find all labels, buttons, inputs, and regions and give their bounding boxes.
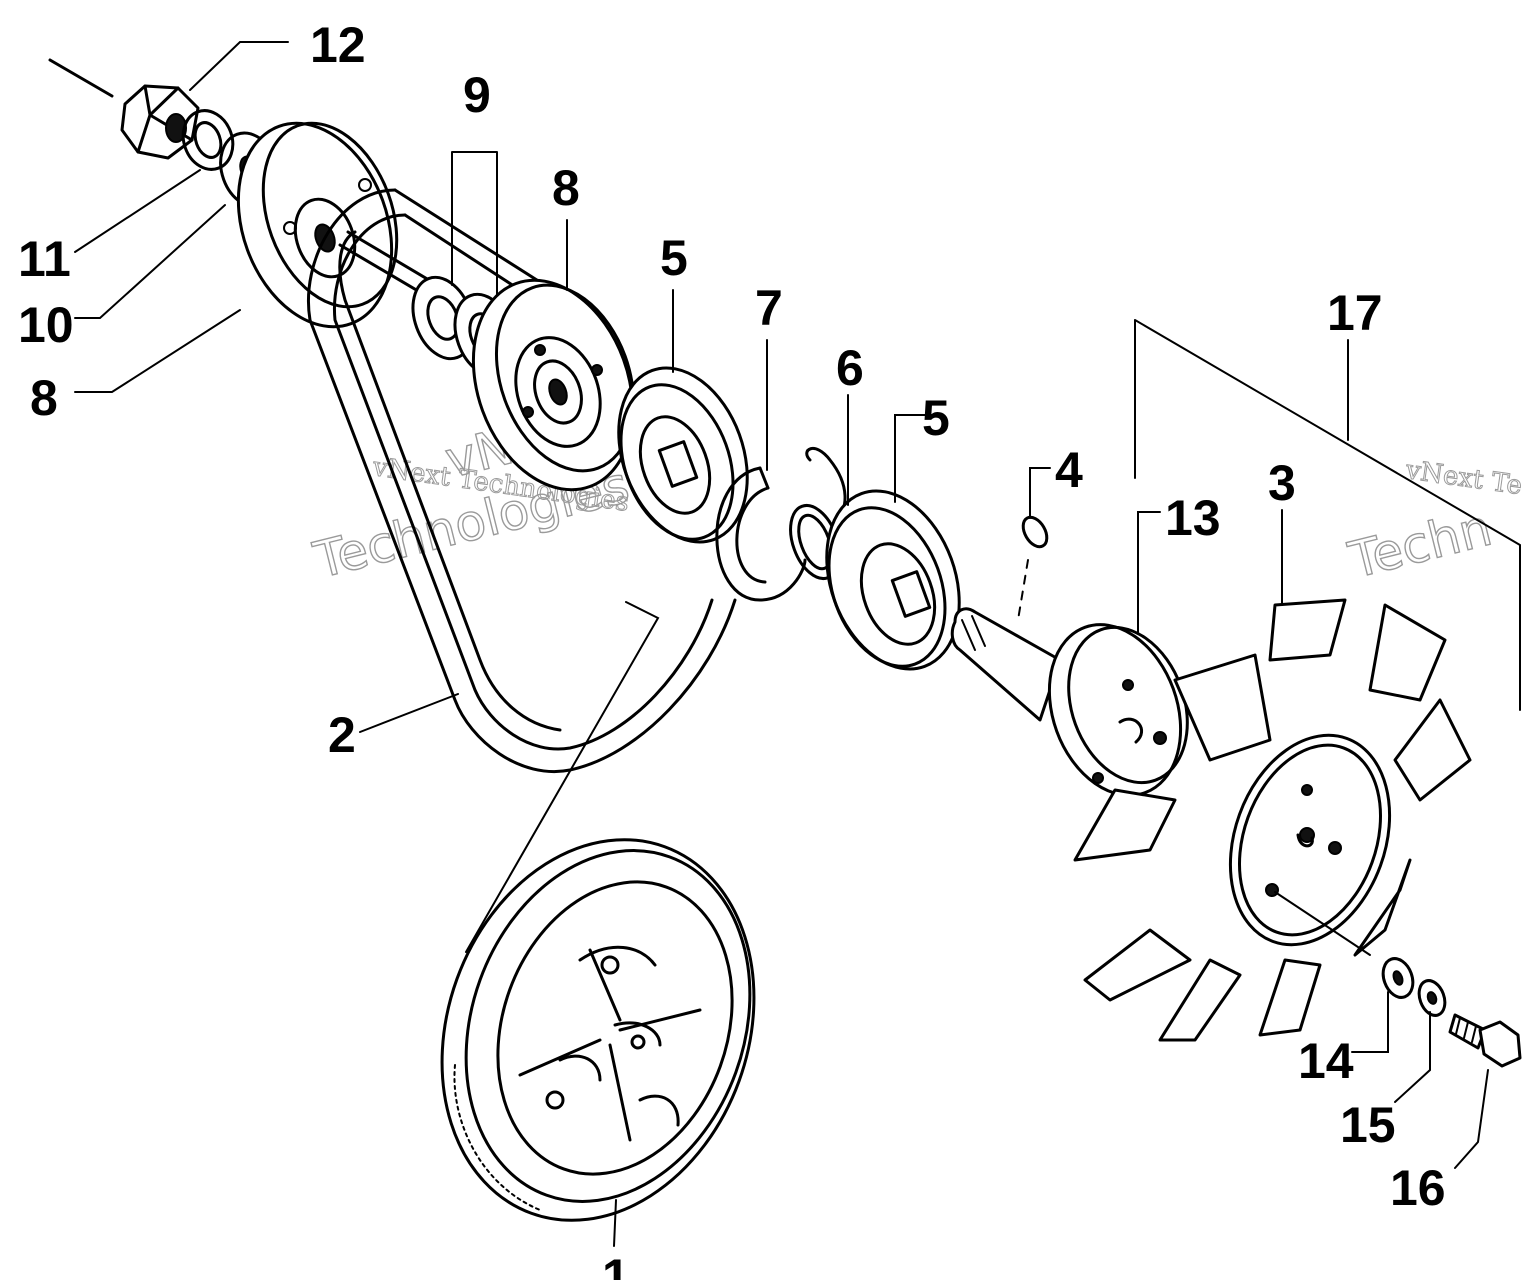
leader-11 <box>74 169 201 253</box>
leader-12 <box>189 41 289 91</box>
bracket-9 <box>451 151 498 296</box>
leader-10 <box>74 204 226 319</box>
leader-15 <box>1394 1011 1431 1103</box>
callout-14: 14 <box>1298 1033 1354 1089</box>
axis-line <box>48 58 114 98</box>
woodruff-key-part-4 <box>1017 515 1049 621</box>
leader-fan-hole <box>1274 891 1371 956</box>
callout-labels: 12 9 8 11 5 7 17 10 6 8 5 4 3 13 2 14 15… <box>18 17 1446 1280</box>
callout-15: 15 <box>1340 1097 1396 1153</box>
leader-8-left <box>74 309 241 393</box>
callout-1: 1 <box>602 1249 630 1280</box>
leader-lines <box>74 41 1521 1247</box>
bolt-part-16 <box>1448 1013 1522 1068</box>
callout-13: 13 <box>1165 490 1221 546</box>
callout-8-left: 8 <box>30 370 58 426</box>
watermark-word-right: Techn <box>1343 499 1497 590</box>
fan-part-3 <box>1073 598 1472 1042</box>
shaft-hub-part-13 <box>950 607 1189 797</box>
nut-part-12 <box>120 84 200 160</box>
washer-part-14 <box>1381 957 1415 999</box>
callout-2: 2 <box>328 707 356 763</box>
leader-13 <box>1137 511 1161 633</box>
bracket-17 <box>1134 319 1521 711</box>
callout-17: 17 <box>1327 285 1383 341</box>
bracket-belt-to-pulley <box>465 601 660 953</box>
callout-7: 7 <box>755 280 783 336</box>
v-belt-part-2 <box>307 188 737 773</box>
callout-11: 11 <box>18 231 71 287</box>
callout-9: 9 <box>463 67 491 123</box>
pulley-half-part-8-outer <box>236 121 399 329</box>
lock-washer-part-11 <box>181 109 235 171</box>
leader-2 <box>359 693 459 733</box>
watermark-brand-right: vNext Te <box>1403 455 1524 501</box>
callout-16: 16 <box>1390 1160 1446 1216</box>
callout-5-second: 5 <box>922 390 950 446</box>
crank-pulley-part-1 <box>440 838 756 1222</box>
bearing-part-5-first <box>617 366 749 544</box>
leader-16 <box>1454 1069 1489 1169</box>
callout-3: 3 <box>1268 455 1296 511</box>
callout-12: 12 <box>310 17 366 73</box>
leader-1 <box>613 1199 617 1247</box>
callout-4: 4 <box>1055 442 1083 498</box>
bearing-part-5-second <box>825 489 961 671</box>
snap-ring-part-7 <box>715 466 807 602</box>
callout-5-first: 5 <box>660 230 688 286</box>
callout-8-right: 8 <box>552 160 580 216</box>
callout-6: 6 <box>836 340 864 396</box>
callout-10: 10 <box>18 297 74 353</box>
leader-4 <box>1029 467 1051 519</box>
pulley-half-part-8-inner <box>471 278 636 492</box>
leader-5-second <box>894 414 933 503</box>
lock-washer-part-15 <box>1417 979 1447 1017</box>
leader-14 <box>1351 991 1389 1053</box>
